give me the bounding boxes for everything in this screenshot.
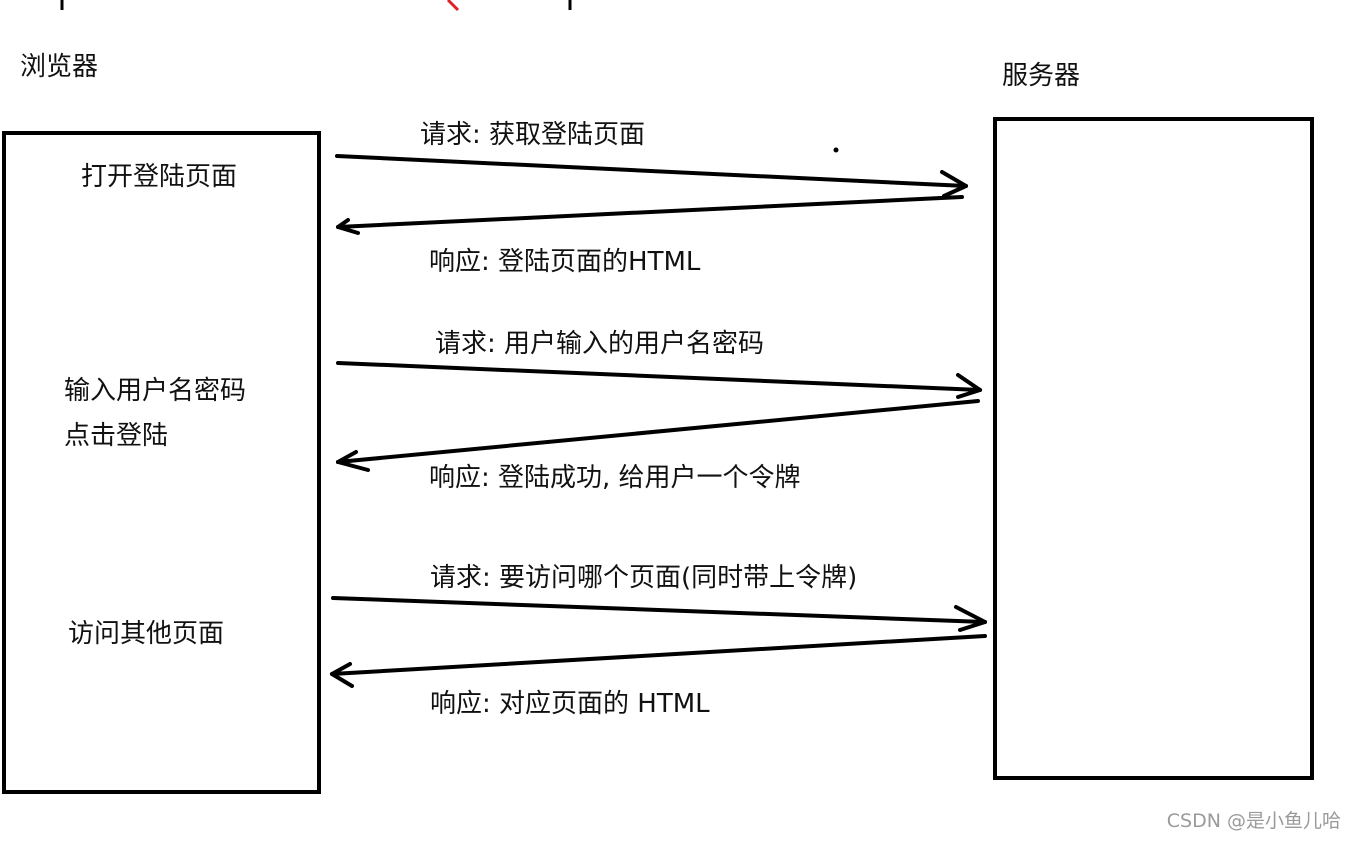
- watermark: CSDN @是小鱼儿哈: [1166, 810, 1341, 832]
- message-label-response-3: 响应: 对应页面的 HTML: [430, 689, 710, 719]
- arrow-request-2: [336, 361, 982, 399]
- message-label-request-2: 请求: 用户输入的用户名密码: [435, 329, 765, 359]
- arrow-request-1: [335, 154, 968, 198]
- browser-step-click-login: 点击登陆: [64, 421, 169, 451]
- browser-box: [2, 131, 321, 794]
- message-label-response-1: 响应: 登陆页面的HTML: [429, 247, 701, 277]
- browser-step-enter-credentials: 输入用户名密码: [64, 376, 247, 406]
- message-label-response-2: 响应: 登陆成功, 给用户一个令牌: [429, 463, 801, 493]
- arrow-response-3: [330, 634, 987, 688]
- arrow-response-1: [336, 195, 964, 235]
- stray-dot: [833, 147, 839, 153]
- message-label-request-3: 请求: 要访问哪个页面(同时带上令牌): [430, 563, 858, 593]
- browser-title: 浏览器: [20, 52, 99, 82]
- message-label-request-1: 请求: 获取登陆页面: [420, 120, 646, 150]
- browser-step-visit-other: 访问其他页面: [68, 619, 225, 649]
- arrow-request-3: [331, 596, 987, 632]
- top-stroke-red: [446, 0, 460, 12]
- arrow-response-2: [336, 399, 980, 472]
- server-title: 服务器: [1002, 61, 1081, 91]
- browser-step-open-login: 打开登陆页面: [81, 162, 238, 192]
- server-box: [993, 117, 1314, 780]
